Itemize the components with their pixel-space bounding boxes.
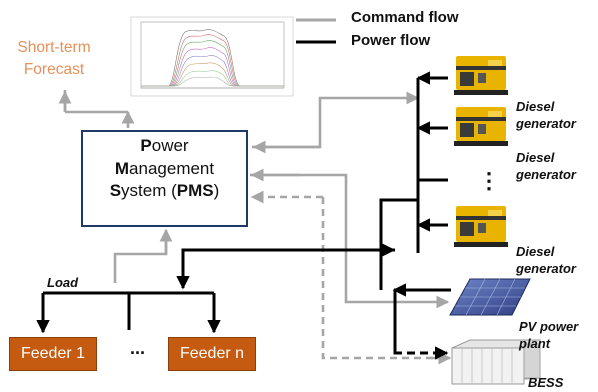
legend-command-label: Command flow — [351, 9, 459, 26]
generator-vertical-ellipsis: ⋮ — [478, 168, 500, 193]
command-pms-load-link — [113, 232, 168, 283]
forecast-label-line2: Forecast — [23, 61, 85, 78]
load-label: Load — [47, 275, 79, 290]
legend-power-label: Power flow — [351, 32, 431, 49]
bess-container-image — [451, 339, 541, 385]
feeder-ellipsis: ... — [130, 338, 146, 358]
power-bess-link — [393, 300, 449, 360]
forecast-label: Short-term Forecast — [4, 37, 104, 81]
diesel-generator-2-image — [454, 107, 508, 146]
diesel-generator-1-image — [454, 56, 508, 95]
pms-line2: Management — [114, 158, 215, 178]
bess-label: BESS — [528, 375, 564, 390]
diesel-generator-3-image — [454, 206, 508, 247]
feeder-1-box: Feeder 1 — [9, 337, 97, 371]
pms-line3: System (PMS) — [109, 181, 220, 200]
gen-to-main-bus — [379, 198, 418, 254]
command-pms-gen-link — [252, 91, 420, 149]
main-to-load — [176, 248, 395, 290]
power-flow-lines — [36, 71, 451, 353]
command-bess-link — [250, 190, 452, 365]
pms-line1: Power — [140, 136, 189, 155]
command-flow-lines — [58, 90, 450, 309]
feeder-n-box: Feeder n — [168, 337, 256, 371]
forecast-label-line1: Short-term — [17, 39, 91, 56]
pms-box: Power Management System (PMS) — [81, 130, 248, 227]
pv-panel-image — [449, 278, 531, 316]
forecast-chart-thumbnail — [130, 16, 294, 97]
